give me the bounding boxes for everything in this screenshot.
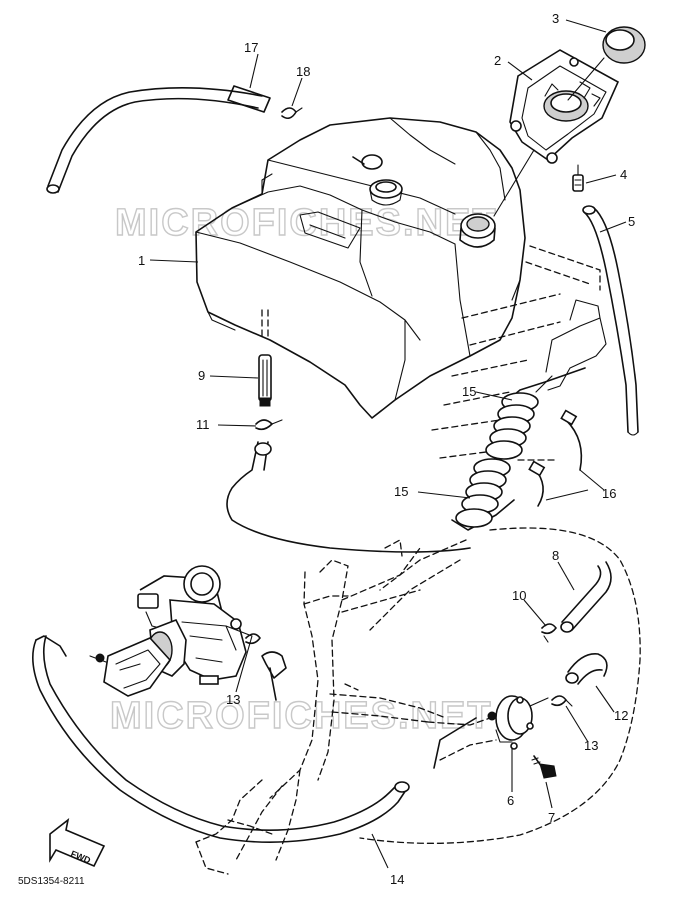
callout-3: 3 [552, 11, 559, 26]
callout-6: 6 [507, 793, 514, 808]
callout-16: 16 [602, 486, 616, 501]
clamps-16 [528, 409, 583, 507]
callout-14: 14 [390, 872, 404, 887]
callout-17: 17 [244, 40, 258, 55]
fuel-cap [567, 26, 646, 101]
callout-4: 4 [620, 167, 627, 182]
clip-18 [281, 107, 303, 120]
callout-11: 11 [196, 417, 210, 432]
clip-13-right [551, 695, 573, 707]
callout-15-lower: 15 [394, 484, 408, 499]
callout-9: 9 [198, 368, 205, 383]
breather-hose-5 [582, 205, 639, 436]
callout-7: 7 [548, 810, 555, 825]
air-duct-boots [451, 299, 607, 531]
bolt-7 [531, 755, 557, 779]
boot-lower-15 [455, 458, 511, 528]
carburetor [89, 565, 253, 697]
callout-13-left: 13 [226, 692, 240, 707]
callout-2: 2 [494, 53, 501, 68]
callout-13-right: 13 [584, 738, 598, 753]
hose-17 [46, 85, 271, 194]
hose-12 [565, 653, 608, 685]
watermark-top: MICROFICHES.NET [115, 202, 498, 244]
forward-arrow: FWD [49, 818, 106, 868]
callout-15-upper: 15 [462, 384, 476, 399]
callout-10: 10 [512, 588, 526, 603]
clip-10 [541, 623, 557, 643]
drain-hose-14 [32, 635, 410, 843]
fuel-tank [195, 117, 526, 419]
watermark-bottom: MICROFICHES.NET [110, 695, 493, 737]
callout-5: 5 [628, 214, 635, 229]
callouts: 1 2 3 4 5 6 7 8 9 10 11 12 13 13 14 15 1… [138, 11, 635, 887]
callout-18: 18 [296, 64, 310, 79]
callout-1: 1 [138, 253, 145, 268]
callout-8: 8 [552, 548, 559, 563]
strainer-9 [258, 309, 272, 407]
fuel-cock-6 [433, 695, 549, 769]
hose-8 [560, 561, 612, 633]
filler-cap-housing [493, 49, 620, 217]
clip-13-left [245, 633, 287, 679]
diagram-code: 5DS1354-8211 [18, 876, 85, 887]
callout-12: 12 [614, 708, 628, 723]
frame-dashed [195, 245, 641, 875]
fuel-hose-main [226, 441, 471, 553]
leader-lines [149, 19, 627, 869]
clip-11 [255, 419, 283, 431]
boot-upper-15 [485, 392, 539, 460]
hose-fitting [572, 164, 584, 192]
